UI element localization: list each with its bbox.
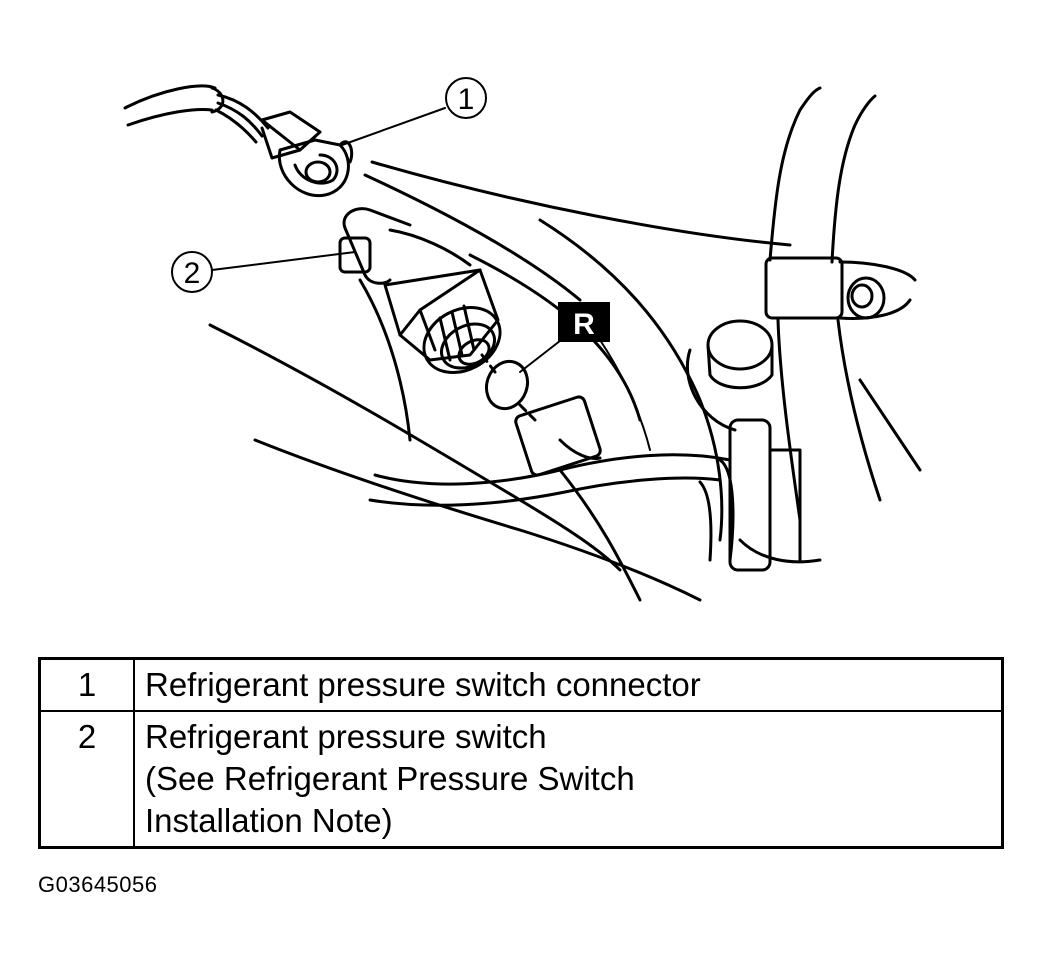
legend-number: 1 — [38, 657, 135, 712]
legend-number: 2 — [38, 710, 135, 849]
replace-badge: R — [558, 302, 610, 342]
callout-1-label: 1 — [458, 83, 475, 116]
legend-line: (See Refrigerant Pressure Switch — [145, 760, 635, 797]
callout-2: 2 — [171, 251, 213, 293]
replace-badge-label: R — [573, 308, 595, 341]
ac-hose — [764, 86, 922, 522]
refrigerant-pipe — [368, 395, 822, 572]
leader-lines — [211, 107, 651, 451]
figure-id: G03645056 — [38, 872, 158, 897]
pressure-switch — [338, 207, 502, 374]
legend-line: Installation Note) — [145, 802, 393, 839]
body-panel-lines — [208, 160, 792, 602]
legend-description: Refrigerant pressure switch connector — [133, 657, 1004, 712]
legend-line: Refrigerant pressure switch connector — [145, 666, 701, 703]
legend-line: Refrigerant pressure switch — [145, 718, 547, 755]
mounting-bolt — [685, 319, 774, 432]
legend-description: Refrigerant pressure switch (See Refrige… — [133, 710, 1004, 849]
legend-table: 1 Refrigerant pressure switch connector … — [38, 657, 1004, 849]
callout-1: 1 — [445, 77, 487, 119]
o-ring — [484, 359, 537, 422]
switch-connector — [123, 84, 354, 198]
legend-row: 1 Refrigerant pressure switch connector — [38, 657, 1004, 712]
callout-2-label: 2 — [184, 257, 201, 290]
pressure-switch-illustration: 1 2 R — [123, 77, 922, 602]
legend-row: 2 Refrigerant pressure switch (See Refri… — [38, 710, 1004, 849]
